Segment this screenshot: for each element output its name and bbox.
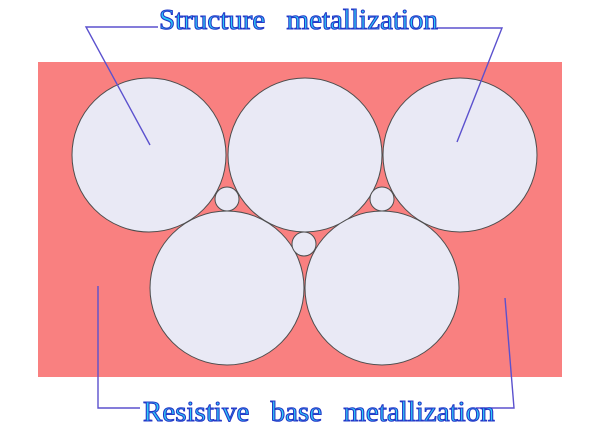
structure-circle-4 bbox=[149, 210, 305, 366]
structure-circle-2 bbox=[227, 77, 383, 233]
resistive-base-metallization-label: Resistive base metallization bbox=[142, 396, 495, 429]
structure-metallization-label: Structure metallization bbox=[158, 4, 438, 37]
interstitial-circle-2 bbox=[291, 231, 317, 257]
interstitial-circle-1 bbox=[214, 186, 240, 212]
leader-top-right bbox=[437, 27, 504, 143]
leader-bottom-left bbox=[97, 286, 140, 409]
structure-circle-5 bbox=[304, 210, 460, 366]
structure-circle-1 bbox=[71, 77, 227, 233]
interstitial-circle-3 bbox=[369, 186, 395, 212]
leader-top-left bbox=[84, 26, 158, 146]
leader-bottom-right bbox=[476, 297, 515, 409]
structure-circle-3 bbox=[382, 77, 538, 233]
